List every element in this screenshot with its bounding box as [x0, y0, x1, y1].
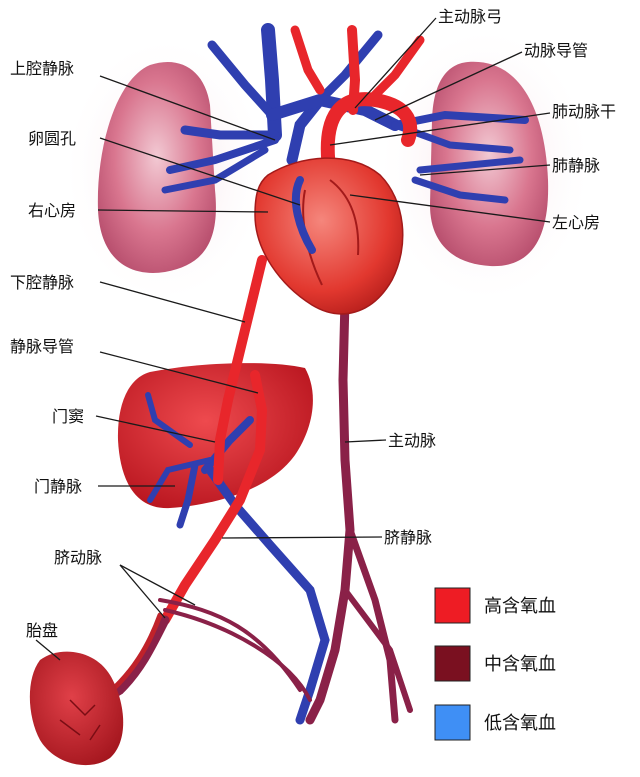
- leader-lines: [35, 17, 551, 661]
- label-foramen-ovale: 卵圆孔: [28, 129, 76, 148]
- umbilical-cord: [90, 612, 170, 710]
- label-umbilical-vein: 脐静脉: [384, 528, 432, 547]
- label-pulmonary-veins: 肺静脉: [552, 156, 600, 175]
- label-left-atrium: 左心房: [552, 213, 600, 232]
- label-pulmonary-trunk: 肺动脉干: [552, 102, 616, 121]
- label-aorta: 主动脉: [388, 431, 436, 450]
- oxygenated-vessels: [160, 25, 425, 625]
- legend-swatch-low-oxygen: [434, 704, 471, 741]
- legend-swatch-mixed-oxygen: [434, 645, 471, 682]
- label-inferior-vena-cava: 下腔静脉: [10, 273, 74, 292]
- label-superior-vena-cava: 上腔静脉: [10, 59, 74, 78]
- label-aortic-arch: 主动脉弓: [438, 7, 502, 26]
- labels: 主动脉弓 动脉导管 上腔静脉 肺动脉干 卵圆孔 肺静脉 右心房 左心房 下腔静脉…: [10, 7, 616, 640]
- right-lung: [70, 45, 260, 295]
- label-umbilical-arteries: 脐动脉: [54, 548, 102, 567]
- legend-label-high-oxygen: 高含氧血: [484, 596, 556, 617]
- label-ductus-venosus: 静脉导管: [10, 337, 74, 356]
- legend-label-low-oxygen: 低含氧血: [484, 713, 556, 734]
- label-portal-sinus: 门窦: [52, 407, 84, 426]
- label-ductus-arteriosus: 动脉导管: [524, 41, 588, 60]
- placenta: [29, 651, 124, 766]
- label-right-atrium: 右心房: [28, 201, 76, 220]
- label-portal-vein: 门静脉: [34, 477, 82, 496]
- legend: 高含氧血 中含氧血 低含氧血: [434, 587, 556, 741]
- heart: [254, 157, 404, 315]
- label-placenta: 胎盘: [26, 621, 58, 640]
- legend-label-mixed-oxygen: 中含氧血: [484, 654, 556, 675]
- legend-swatch-high-oxygen: [434, 587, 471, 624]
- mixed-vessels: [158, 295, 413, 725]
